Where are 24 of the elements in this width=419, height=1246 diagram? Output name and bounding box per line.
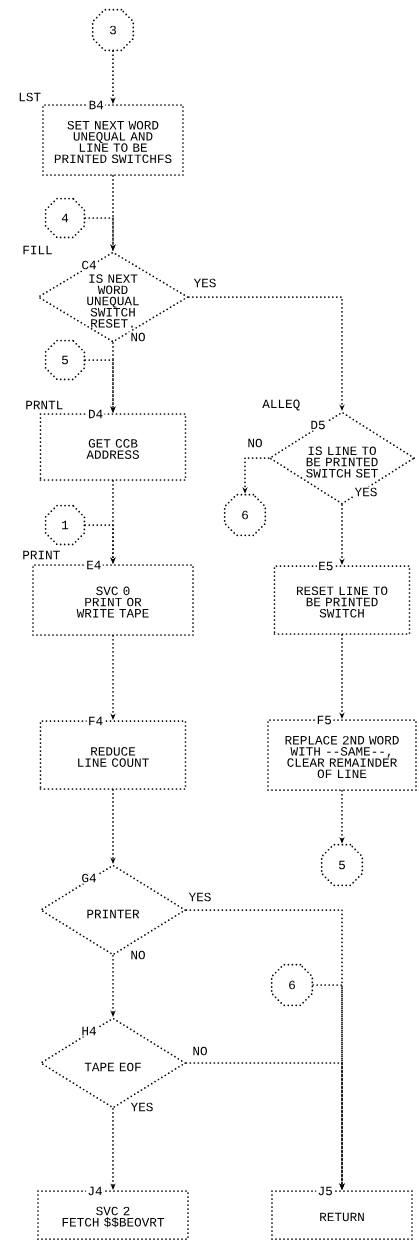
process-box: F4 REDUCE LINE COUNT xyxy=(39,715,187,790)
connector-octagon: 5 xyxy=(320,843,364,887)
process-box: E4 SVC 0 PRINT OR WRITE TAPE xyxy=(32,559,194,636)
connector-octagon: 5 xyxy=(44,339,86,381)
edge-label: NO xyxy=(191,1045,209,1057)
edge-label: NO xyxy=(246,437,264,449)
process-box: B4 SET NEXT WORD UNEQUAL AND LINE TO BE PRINTED SWITCHFS xyxy=(42,99,184,176)
connector-octagon: 4 xyxy=(44,197,86,239)
process-box: J5 RETURN xyxy=(271,1185,413,1240)
connector-octagon: 6 xyxy=(270,963,314,1007)
connector-octagon: 6 xyxy=(223,493,267,537)
process-box: E5 RESET LINE TO BE PRINTED SWITCH xyxy=(273,560,411,635)
routine-label: LST xyxy=(19,92,41,102)
edge-label: YES xyxy=(187,891,213,903)
routine-label: PRNTL xyxy=(26,400,63,410)
edge-label: YES xyxy=(192,277,218,289)
edge-label: NO xyxy=(129,331,147,343)
process-box: J4 SVC 2 FETCH $$BEOVRT xyxy=(37,1185,189,1240)
connector-octagon: 1 xyxy=(44,504,86,546)
connector-octagon: 3 xyxy=(91,8,135,52)
edge-label: YES xyxy=(353,486,379,498)
process-box: F5 REPLACE 2ND WORD WITH --SAME--, CLEAR REMAINDER OF LINE xyxy=(267,714,417,791)
routine-label: ALLEQ xyxy=(262,399,300,411)
routine-label: PRINT xyxy=(23,550,60,560)
